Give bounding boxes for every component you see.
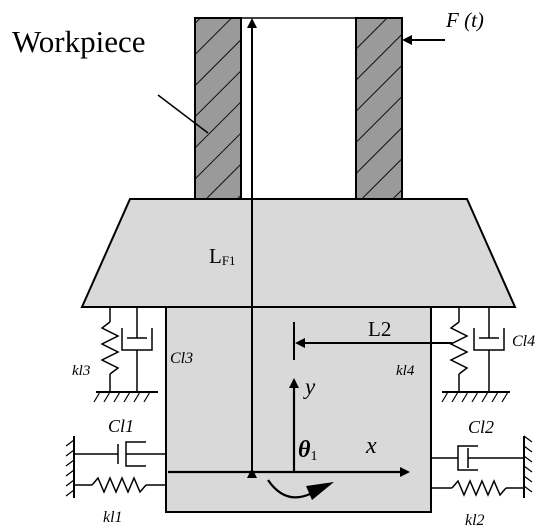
y-axis-label: y <box>303 374 316 399</box>
kl4-label: kl4 <box>396 363 415 379</box>
fixture-trapezoid <box>80 198 517 308</box>
rotation-arrow <box>267 479 311 499</box>
workpiece-right-wall <box>355 17 403 204</box>
kl3-label: kl3 <box>72 363 90 379</box>
lf1-label: LF1 <box>209 244 236 268</box>
spring-damper-left-bottom <box>65 436 166 498</box>
spring-damper-right-top <box>441 307 510 403</box>
spring-damper-left-top <box>93 307 158 403</box>
rotation-arrowhead <box>306 482 334 500</box>
workpiece-leader-line <box>157 94 209 134</box>
force-label: F (t) <box>445 8 484 32</box>
workpiece-left-wall <box>194 17 242 204</box>
theta-label: θ1 <box>298 437 317 464</box>
cl4-label: Cl4 <box>512 333 535 350</box>
spring-damper-right-bottom <box>431 435 533 498</box>
kl2-label: kl2 <box>465 512 485 529</box>
l2-label: L2 <box>368 317 391 341</box>
cl3-label: Cl3 <box>170 350 193 367</box>
x-axis-label: x <box>365 433 377 459</box>
cl2-label: Cl2 <box>468 417 494 437</box>
cl1-label: Cl1 <box>108 416 134 436</box>
kl1-label: kl1 <box>103 509 123 526</box>
workpiece-label: Workpiece <box>12 24 146 59</box>
